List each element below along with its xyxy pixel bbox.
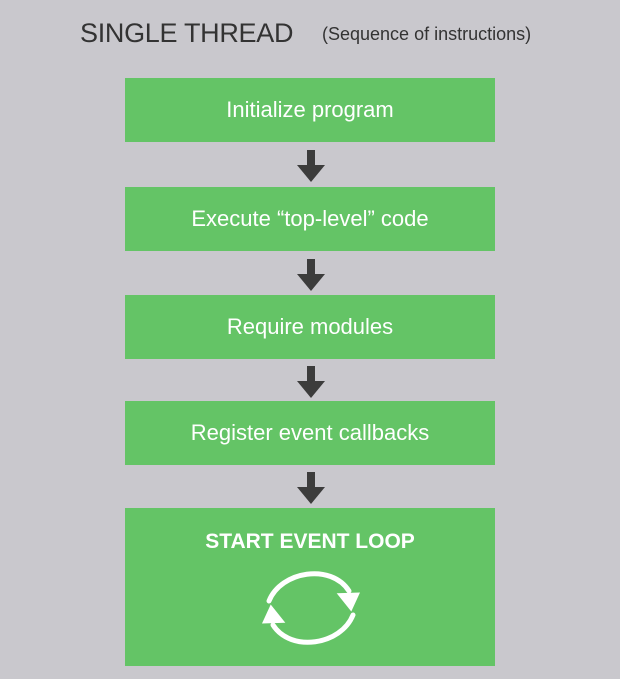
step-box-register: Register event callbacks [125,401,495,465]
step-label: Execute “top-level” code [191,206,429,231]
step-label: Initialize program [226,97,394,122]
arrow-down-icon [297,259,325,291]
arrow-down-icon [297,150,325,182]
page-subtitle: (Sequence of instructions) [322,24,532,44]
arrow-down-icon [297,472,325,504]
event-loop-label: START EVENT LOOP [205,530,415,553]
step-box-initialize: Initialize program [125,78,495,142]
page-title: SINGLE THREAD [80,18,294,48]
step-box-execute: Execute “top-level” code [125,187,495,251]
step-box-require: Require modules [125,295,495,359]
step-label: Register event callbacks [190,420,430,445]
step-box-event-loop: START EVENT LOOP [125,508,495,666]
arrow-down-icon [297,366,325,398]
step-label: Require modules [226,314,394,339]
loop-cycle-icon [261,571,361,645]
